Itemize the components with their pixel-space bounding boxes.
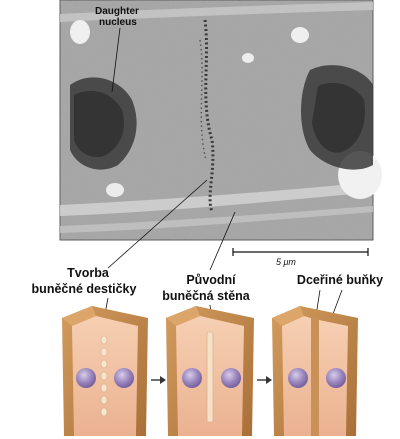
nucleus-right — [326, 368, 346, 388]
daughter-nucleus-label-1: Daughter — [95, 6, 139, 17]
vacuole — [242, 53, 254, 63]
cell-stage-3 — [272, 306, 358, 436]
nucleus-left — [76, 368, 96, 388]
nucleus-right — [221, 368, 241, 388]
cell-stage-1 — [62, 306, 148, 436]
scale-bar-label: 5 μm — [276, 257, 296, 267]
stage1-label-line2: buněčné destičky — [32, 282, 137, 296]
stage2-label-line1: Původní — [186, 273, 236, 287]
stage2-label-line2: buněčná stěna — [162, 289, 251, 303]
vacuole — [106, 183, 124, 197]
vacuole — [291, 27, 309, 43]
scale-bar: 5 μm — [233, 248, 368, 267]
nucleus-right — [114, 368, 134, 388]
daughter-nucleus-label-2: nucleus — [99, 17, 137, 28]
stage3-label-line1: Dceřiné buňky — [297, 273, 383, 287]
cell-plate — [207, 332, 213, 422]
electron-micrograph: Daughter nucleus — [60, 0, 382, 240]
vacuole — [70, 20, 90, 44]
nucleus-left — [288, 368, 308, 388]
arrow-2 — [257, 376, 272, 384]
nucleus-left — [182, 368, 202, 388]
new-cell-wall — [311, 318, 319, 436]
cell-stage-2 — [166, 306, 254, 436]
arrow-1 — [151, 376, 166, 384]
stage1-label-line1: Tvorba — [67, 266, 110, 280]
